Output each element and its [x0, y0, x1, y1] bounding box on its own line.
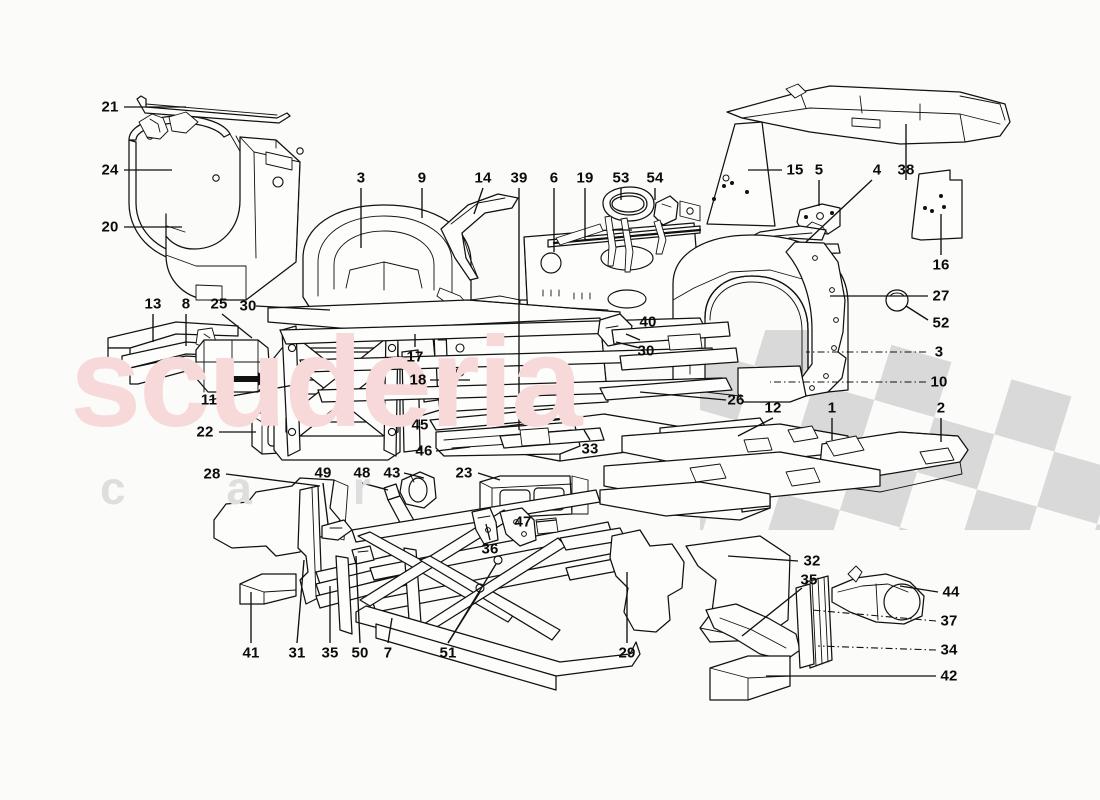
callout-27[interactable]: 27: [932, 287, 950, 305]
callout-22[interactable]: 22: [196, 423, 214, 441]
callout-12[interactable]: 12: [764, 399, 782, 417]
callout-21[interactable]: 21: [101, 98, 119, 116]
part-group-left-wheelhouse: [128, 95, 304, 301]
callout-36[interactable]: 36: [481, 540, 499, 558]
part-group-right-wheelarch: [672, 234, 909, 403]
callout-53[interactable]: 53: [612, 169, 630, 187]
callout-24[interactable]: 24: [101, 161, 119, 179]
callout-45[interactable]: 45: [411, 416, 429, 434]
callout-35a[interactable]: 35: [321, 644, 339, 662]
part-group-right-floorpan: [599, 377, 969, 521]
callout-48[interactable]: 48: [353, 464, 371, 482]
callout-52[interactable]: 52: [932, 314, 950, 332]
leader-lines: [124, 106, 942, 677]
callout-10[interactable]: 10: [930, 373, 948, 391]
watermark-sub-text: c a r: [100, 462, 415, 514]
callout-34[interactable]: 34: [940, 641, 958, 659]
callout-46[interactable]: 46: [415, 442, 433, 460]
callout-2[interactable]: 2: [936, 399, 946, 417]
callout-3b[interactable]: 3: [934, 343, 944, 361]
callout-39[interactable]: 39: [510, 169, 528, 187]
callout-26[interactable]: 26: [727, 391, 745, 409]
part-group-hood-inner: [302, 193, 557, 317]
callout-33[interactable]: 33: [581, 440, 599, 458]
callout-50[interactable]: 50: [351, 644, 369, 662]
watermark-brand-text: scuderia: [70, 318, 583, 448]
callout-16[interactable]: 16: [932, 256, 950, 274]
callout-8[interactable]: 8: [181, 295, 191, 313]
callout-28[interactable]: 28: [203, 465, 221, 483]
callout-30b[interactable]: 30: [637, 342, 655, 360]
part-group-bottom-right: [609, 529, 925, 701]
callout-42[interactable]: 42: [940, 667, 958, 685]
callout-40[interactable]: 40: [639, 313, 657, 331]
callout-41[interactable]: 41: [242, 644, 260, 662]
callout-23[interactable]: 23: [455, 464, 473, 482]
callout-37[interactable]: 37: [940, 612, 958, 630]
callout-9[interactable]: 9: [417, 169, 427, 187]
callout-30a[interactable]: 30: [239, 297, 257, 315]
callout-32[interactable]: 32: [803, 552, 821, 570]
callout-51[interactable]: 51: [439, 644, 457, 662]
callout-15[interactable]: 15: [786, 161, 804, 179]
callout-54[interactable]: 54: [646, 169, 664, 187]
callout-14[interactable]: 14: [474, 169, 492, 187]
callout-11[interactable]: 11: [200, 391, 218, 409]
callout-25[interactable]: 25: [210, 295, 228, 313]
callout-4[interactable]: 4: [872, 161, 882, 179]
part-group-center-floor: [267, 299, 739, 457]
part-group-left-sill: [107, 321, 421, 461]
part-group-bottom-chassis: [213, 471, 641, 691]
callout-5[interactable]: 5: [814, 161, 824, 179]
callout-20[interactable]: 20: [101, 218, 119, 236]
callout-3a[interactable]: 3: [356, 169, 366, 187]
callout-7[interactable]: 7: [383, 644, 393, 662]
callout-43[interactable]: 43: [383, 464, 401, 482]
callout-31[interactable]: 31: [288, 644, 306, 662]
callout-13[interactable]: 13: [144, 295, 162, 313]
callout-29[interactable]: 29: [618, 644, 636, 662]
callout-44[interactable]: 44: [942, 583, 960, 601]
callout-47[interactable]: 47: [514, 513, 532, 531]
callout-1[interactable]: 1: [827, 399, 837, 417]
callout-18[interactable]: 18: [409, 371, 427, 389]
callout-19[interactable]: 19: [576, 169, 594, 187]
callout-49[interactable]: 49: [314, 464, 332, 482]
callout-6[interactable]: 6: [549, 169, 559, 187]
callout-38[interactable]: 38: [897, 161, 915, 179]
callout-17[interactable]: 17: [406, 348, 424, 366]
callout-35b[interactable]: 35: [800, 571, 818, 589]
